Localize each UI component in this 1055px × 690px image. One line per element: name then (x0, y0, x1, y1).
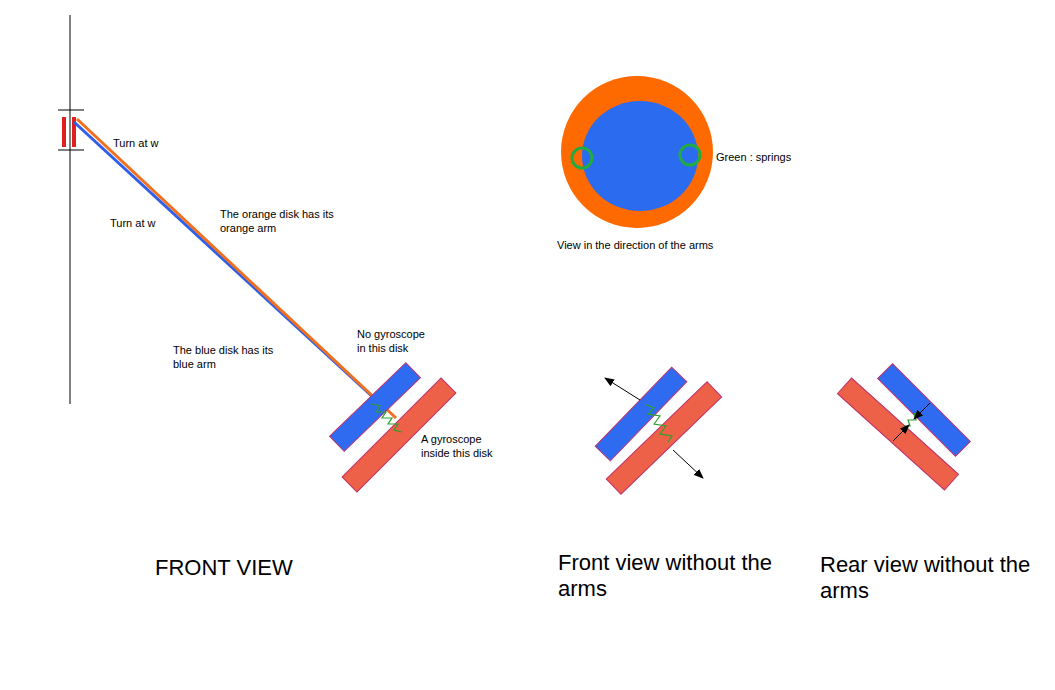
view-title: Front view without the arms (558, 550, 773, 603)
view-title: FRONT VIEW (155, 555, 355, 581)
annotation: The blue disk has its blue arm (173, 344, 287, 372)
force-arrow (605, 378, 640, 400)
orange-disk (606, 382, 721, 494)
rotation-axis (70, 15, 71, 404)
spring (904, 412, 920, 426)
annotation: Turn at w (113, 137, 183, 151)
force-arrow (673, 450, 703, 478)
annotation: A gyroscope inside this disk (421, 433, 509, 461)
orange-arm (77, 119, 396, 418)
spring-circle (680, 145, 700, 165)
bearing-tick (58, 110, 84, 111)
annotation: The orange disk has its orange arm (220, 208, 334, 236)
spring (645, 404, 672, 442)
annotation: Turn at w (110, 217, 180, 231)
force-arrow (893, 425, 909, 441)
annotation: No gyroscope in this disk (357, 328, 433, 356)
view-title: Rear view without the arms (820, 552, 1035, 605)
spring-circle (572, 148, 592, 168)
annotation: View in the direction of the arms (557, 239, 757, 253)
spring (372, 404, 402, 432)
annotation: Green : springs (716, 151, 826, 165)
bearing-tick (58, 150, 84, 151)
force-arrow (914, 403, 930, 419)
bearing-bar (62, 117, 66, 147)
orange-disk-end-view (561, 76, 713, 228)
blue-disk (878, 364, 971, 457)
